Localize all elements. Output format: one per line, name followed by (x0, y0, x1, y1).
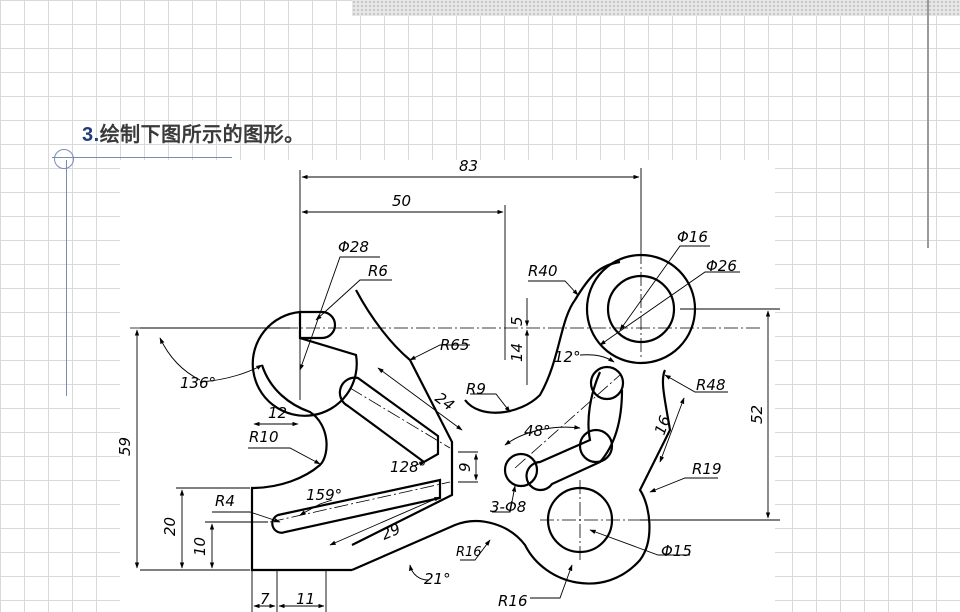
label-14: 14 (508, 343, 526, 362)
leader-r10 (248, 447, 321, 465)
leader-r19 (649, 477, 718, 493)
label-21: 21° (424, 570, 451, 588)
leader-phi16 (619, 245, 710, 331)
dimension-labels: 83 50 Φ28 R6 R40 Φ16 Φ26 5 14 R65 136° 1… (116, 157, 766, 610)
leader-r65 (409, 344, 470, 361)
label-phi28: Φ28 (338, 238, 369, 256)
leader-phi28 (299, 256, 380, 371)
label-48deg: 48° (524, 422, 551, 440)
leader-r16b (530, 564, 573, 599)
label-12deg: 12° (554, 348, 581, 366)
dim-24-line (377, 367, 463, 431)
dim-48-arc (504, 425, 581, 446)
label-3phi8: 3-Φ8 (490, 498, 526, 516)
leader-r6 (315, 279, 392, 321)
dim-16-line (659, 397, 685, 463)
label-20: 20 (161, 517, 179, 536)
label-r4: R4 (215, 492, 235, 510)
bottom-circle (546, 486, 614, 554)
label-r19: R19 (692, 460, 722, 478)
label-59: 59 (116, 437, 134, 456)
label-50: 50 (392, 192, 411, 210)
leader-159 (299, 499, 333, 516)
label-128: 128° (390, 458, 426, 476)
label-r48: R48 (696, 376, 726, 394)
heading-underline (52, 157, 232, 158)
hook-inner-slot (300, 310, 337, 340)
link-hole-mid (578, 428, 614, 464)
centerline-link (514, 374, 621, 469)
slide-heading: 3.绘制下图所示的图形。 (82, 118, 305, 147)
label-5: 5 (508, 316, 526, 326)
label-r16a: R16 (456, 545, 482, 560)
heading-text: 绘制下图所示的图形。 (99, 124, 305, 146)
link-hole-left (503, 452, 539, 488)
label-12: 12 (268, 404, 287, 422)
hook-outline (251, 310, 358, 417)
link-outline (525, 371, 624, 492)
slot-outline (338, 376, 440, 464)
middle-contour (464, 260, 621, 414)
leader-128 (409, 461, 426, 468)
crosshair-decor (54, 149, 74, 169)
label-r16b: R16 (498, 592, 528, 610)
dim-136-arc (199, 364, 263, 383)
leader-r9 (470, 393, 511, 413)
label-phi15: Φ15 (661, 542, 692, 560)
arm-slot-outline (271, 478, 442, 534)
top-decor-band (352, 0, 960, 16)
outlines (250, 253, 697, 585)
link-hole-top (589, 365, 625, 401)
label-10: 10 (191, 537, 209, 556)
label-r9: R9 (466, 380, 486, 398)
label-phi16: Φ16 (677, 228, 708, 246)
label-83: 83 (459, 157, 478, 175)
label-11: 11 (296, 590, 315, 608)
label-phi26: Φ26 (706, 257, 737, 275)
label-r40: R40 (528, 262, 558, 280)
dim-12deg-arc (579, 354, 615, 363)
left-decor-rule (66, 160, 67, 396)
label-52: 52 (748, 405, 766, 424)
dim-21-arc (408, 564, 429, 581)
label-136: 136° (180, 374, 216, 392)
leader-r4 (212, 511, 281, 523)
label-9: 9 (456, 462, 474, 472)
label-7: 7 (260, 590, 270, 608)
leader-phi15 (589, 529, 690, 556)
label-r65: R65 (440, 336, 470, 354)
dim-136-arc-top (159, 337, 201, 381)
dimension-lines (134, 168, 780, 612)
leader-phi26 (599, 271, 740, 346)
left-body-outline (250, 364, 352, 572)
leader-r40 (528, 280, 579, 296)
label-r6: R6 (368, 262, 388, 280)
heading-number: 3. (82, 124, 100, 146)
dim-29-line (329, 496, 441, 546)
label-r10: R10 (249, 428, 279, 446)
leader-r16a (460, 539, 491, 561)
centerline-slot (349, 387, 451, 449)
leader-r48 (664, 374, 728, 393)
label-159: 159° (306, 486, 342, 504)
label-29: 29 (379, 520, 404, 544)
label-16: 16 (651, 413, 674, 437)
big-circle-inner (606, 274, 676, 344)
leader-3phi8 (492, 485, 517, 513)
right-decor-rule (927, 0, 929, 248)
